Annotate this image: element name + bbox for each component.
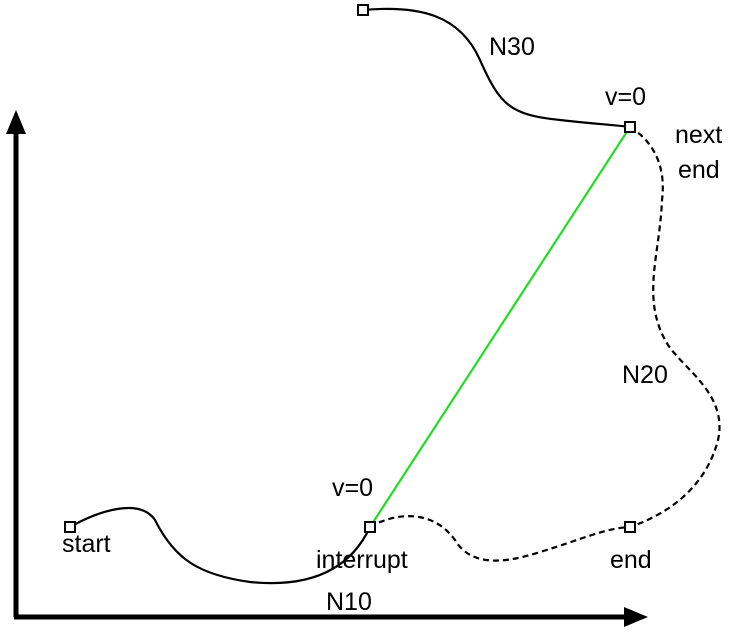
n30-label: N30: [489, 33, 535, 61]
y-axis-arrowhead: [6, 110, 26, 134]
x-axis-arrowhead: [624, 607, 648, 627]
n10-label: N10: [326, 588, 372, 616]
next-end-label-line2: end: [678, 156, 720, 184]
n20-dashed-path: [369, 126, 721, 562]
start-node: [64, 521, 76, 533]
direct-transition-line: [369, 126, 631, 528]
next-end-label-line1: next: [675, 121, 722, 149]
n30-path: [362, 7, 631, 129]
n30-start-node: [357, 4, 369, 16]
start-label: start: [62, 530, 111, 558]
v0-next-label: v=0: [605, 83, 646, 111]
interrupt-label: interrupt: [316, 546, 408, 574]
end-node: [624, 521, 636, 533]
n20-label: N20: [622, 361, 668, 389]
n10-path: [69, 506, 371, 585]
axes: [6, 110, 648, 627]
end-label: end: [610, 546, 652, 574]
next-end-node: [624, 121, 636, 133]
v0-interrupt-label: v=0: [332, 474, 373, 502]
interrupt-node: [364, 521, 376, 533]
